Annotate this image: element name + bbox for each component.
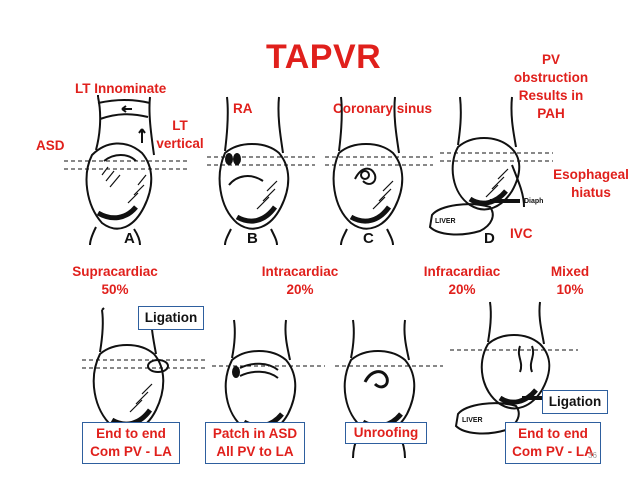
- figure-letter: C: [363, 230, 374, 247]
- pv-note-line: Results in: [518, 88, 584, 103]
- type-infracardiac: Infracardiac 20%: [412, 263, 512, 299]
- type-intracardiac: Intracardiac 20%: [250, 263, 350, 299]
- diagram-a-supracardiac: A: [62, 95, 192, 247]
- page-number: 36: [588, 451, 597, 460]
- repair-line: End to end: [96, 426, 166, 441]
- type-supracardiac: Supracardiac 50%: [60, 263, 170, 299]
- repair-box-intracardiac: Patch in ASD All PV to LA: [205, 422, 305, 464]
- label-lt-innominate: LT Innominate: [75, 81, 167, 96]
- repair-line: Unroofing: [353, 425, 419, 440]
- repair-line: Com PV - LA: [90, 444, 172, 459]
- repair-box-mixed: End to end Com PV - LA: [505, 422, 601, 464]
- repair-box-supracardiac: End to end Com PV - LA: [82, 422, 180, 464]
- diaph-label: Diaph: [524, 198, 543, 205]
- type-pct: 10%: [556, 282, 584, 297]
- liver-label: LIVER: [462, 417, 483, 424]
- figure-letter: B: [247, 230, 258, 247]
- type-name: Intracardiac: [261, 264, 339, 279]
- type-name: Supracardiac: [72, 264, 158, 279]
- type-pct: 20%: [286, 282, 314, 297]
- diagram-d-infracardiac: LIVER Diaph D: [420, 95, 555, 247]
- repair-line: All PV to LA: [216, 444, 294, 459]
- type-name: Infracardiac: [423, 264, 501, 279]
- label-coronary-sinus: Coronary sinus: [333, 101, 433, 116]
- ligation-label: Ligation: [542, 390, 608, 414]
- label-esophageal-line: hiatus: [571, 185, 611, 200]
- repair-line: End to end: [518, 426, 588, 441]
- pv-note-line: PAH: [537, 106, 565, 121]
- repair-box-coronary: Unroofing: [345, 422, 427, 444]
- pv-obstruction-note: PV obstruction Results in PAH: [508, 51, 594, 123]
- repair-line: Patch in ASD: [212, 426, 298, 441]
- label-ra: RA: [233, 101, 253, 116]
- repair-line: Com PV - LA: [512, 444, 594, 459]
- page-title: TAPVR: [266, 38, 382, 76]
- figure-letter: A: [124, 230, 135, 247]
- label-lt-vertical: LT vertical: [150, 117, 210, 153]
- label-lt-vertical-line: vertical: [156, 136, 204, 151]
- label-asd: ASD: [36, 138, 65, 153]
- type-pct: 50%: [101, 282, 129, 297]
- ligation-label: Ligation: [138, 306, 204, 330]
- type-name: Mixed: [550, 264, 590, 279]
- pv-note-line: PV: [541, 52, 560, 67]
- label-esophageal-hiatus: Esophageal hiatus: [548, 166, 634, 202]
- diagram-c-coronary-sinus: C: [325, 95, 435, 247]
- diagram-b-intracardiac: B: [207, 95, 317, 247]
- diagram-repair-mixed: LIVER: [450, 300, 580, 450]
- type-mixed: Mixed 10%: [535, 263, 605, 299]
- liver-label: LIVER: [435, 218, 456, 225]
- label-ivc: IVC: [510, 226, 533, 241]
- label-esophageal-line: Esophageal: [553, 167, 629, 182]
- label-lt-vertical-line: LT: [172, 118, 188, 133]
- figure-letter: D: [484, 230, 495, 247]
- type-pct: 20%: [448, 282, 476, 297]
- pv-note-line: obstruction: [513, 70, 589, 85]
